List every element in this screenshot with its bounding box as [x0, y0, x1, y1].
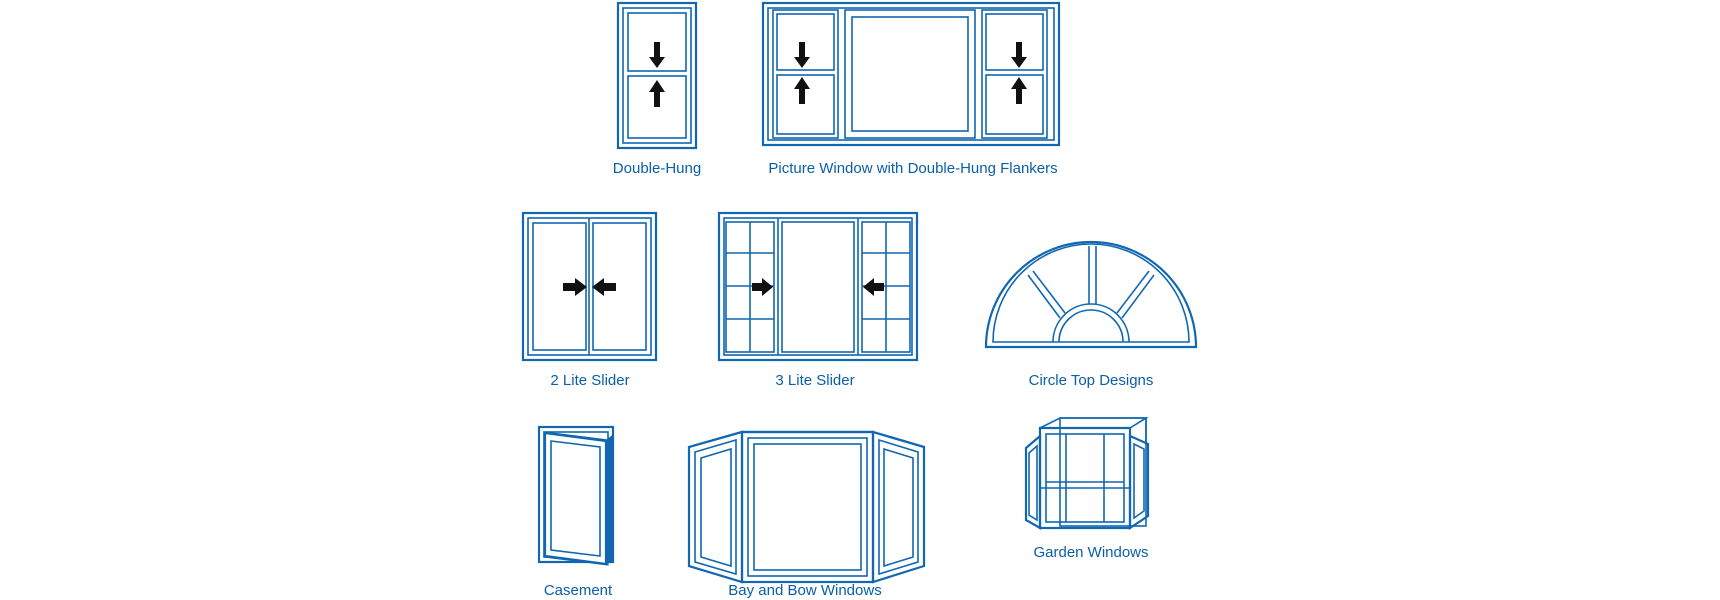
label-bay-bow: Bay and Bow Windows [728, 582, 882, 599]
three-lite-slider-icon [717, 211, 919, 362]
casement-window-icon [537, 425, 615, 566]
label-double-hung: Double-Hung [612, 160, 702, 177]
label-garden: Garden Windows [1033, 544, 1149, 561]
picture-window-flankers-icon [761, 1, 1061, 147]
double-hung-window-icon [616, 1, 698, 150]
label-two-lite-slider: 2 Lite Slider [550, 372, 630, 389]
label-casement: Casement [543, 582, 613, 599]
garden-window-icon [1024, 417, 1150, 531]
two-lite-slider-icon [521, 211, 658, 362]
label-three-lite-slider: 3 Lite Slider [775, 372, 855, 389]
label-picture-window: Picture Window with Double-Hung Flankers [768, 160, 1058, 177]
bay-bow-window-icon [687, 430, 926, 584]
label-circle-top: Circle Top Designs [1028, 372, 1154, 389]
circle-top-window-icon [984, 240, 1198, 349]
